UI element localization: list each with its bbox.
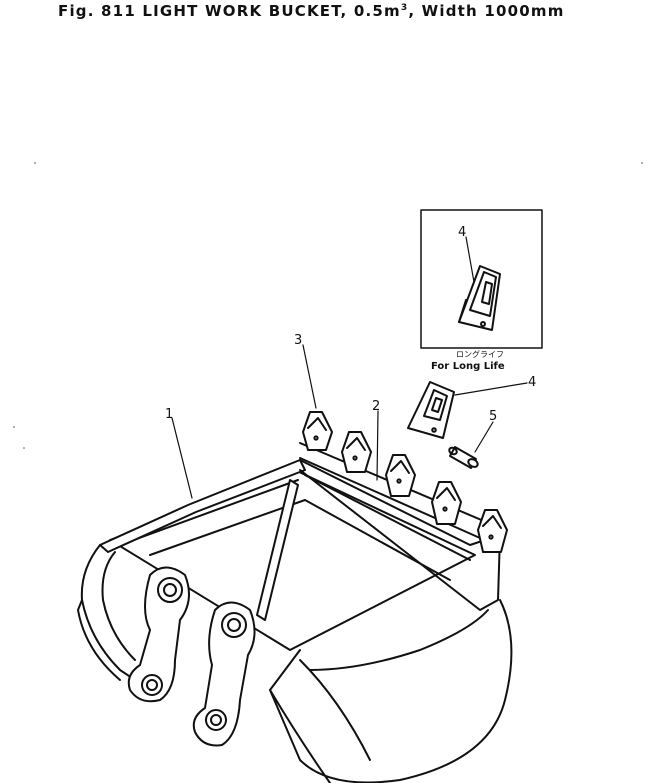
- callout-4-main: 4: [528, 375, 536, 390]
- tooth-part-3-c: [385, 454, 416, 497]
- callout-3: 3: [294, 333, 302, 348]
- tooth-part-4: [407, 381, 455, 439]
- inset-caption-jp: ロングライフ: [456, 349, 504, 359]
- callout-2: 2: [372, 399, 380, 414]
- bucket-body-part-1: [77, 442, 513, 783]
- tooth-part-3-d: [431, 481, 462, 525]
- inset-frame: [420, 209, 543, 349]
- pin-part-5: [448, 446, 479, 469]
- tooth-part-3-a: [302, 411, 333, 451]
- leader-5: [474, 421, 494, 453]
- leader-3: [302, 344, 317, 409]
- bracket-right: [192, 601, 256, 747]
- tooth-part-3-b: [341, 431, 372, 473]
- leader-1: [171, 417, 193, 499]
- leader-4-main: [454, 382, 528, 396]
- figure-title-superscript: 3: [400, 3, 409, 13]
- inset-tooth-part-4: [458, 265, 501, 331]
- leader-2: [376, 410, 379, 481]
- bracket-left: [127, 566, 190, 703]
- callout-5: 5: [489, 409, 497, 424]
- inset-caption-en: For Long Life: [431, 361, 505, 372]
- figure-title: Fig. 811 LIGHT WORK BUCKET, 0.5m3, Width…: [58, 2, 565, 20]
- figure-title-suffix: , Width 1000mm: [408, 2, 565, 20]
- figure-title-prefix: Fig. 811 LIGHT WORK BUCKET, 0.5m: [58, 2, 401, 20]
- leader-4-inset: [465, 236, 475, 283]
- callout-4-inset: 4: [458, 225, 466, 240]
- callout-1: 1: [165, 407, 173, 422]
- tooth-part-3-e: [477, 509, 508, 553]
